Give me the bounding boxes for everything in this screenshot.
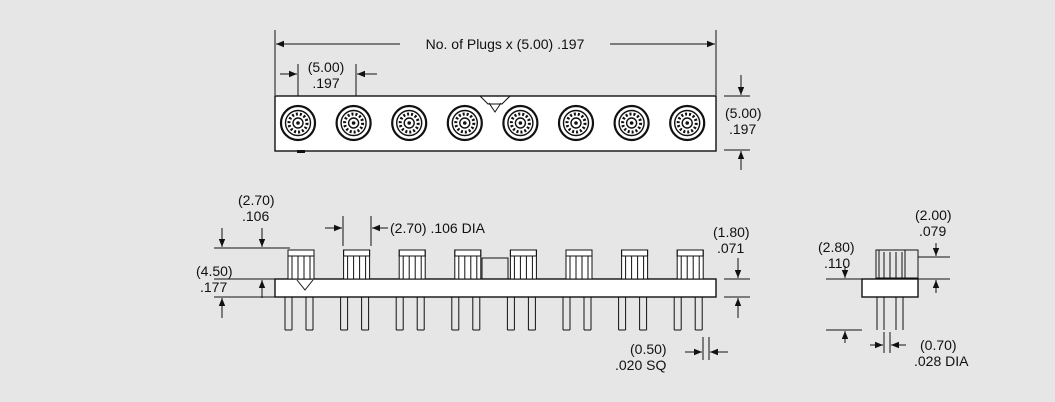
top-view: No. of Plugs x (5.00) .197 (5.00) .197 (… <box>274 30 762 170</box>
height-mm-label: (5.00) <box>725 105 762 121</box>
side-height-mm-label: (2.80) <box>818 239 855 255</box>
side-view: (2.00) .079 (2.80) .110 (0.70) .028 DIA <box>818 207 969 369</box>
pin-dia-mm-label: (0.70) <box>920 337 957 353</box>
plug-row-top <box>279 104 706 142</box>
pin-pair-front <box>284 297 314 331</box>
pin-pair-front <box>562 297 592 331</box>
plug-front <box>398 249 426 280</box>
pin-pair-front <box>451 297 481 331</box>
plug-front <box>621 249 649 280</box>
plug-top-mm-label: (2.70) <box>238 192 275 208</box>
plug-dia-label: (2.70) .106 DIA <box>390 220 486 236</box>
plug-front <box>343 249 371 280</box>
plug-top <box>557 104 595 142</box>
pitch-mm-label: (5.00) <box>308 59 345 75</box>
pitch-in-label: .197 <box>312 75 339 91</box>
plug-front <box>565 249 593 280</box>
plug-top <box>669 104 706 142</box>
plug-front <box>676 249 704 280</box>
plug-top <box>502 104 539 142</box>
side-top-mm-label: (2.00) <box>915 207 952 223</box>
plug-front <box>509 249 537 280</box>
side-height-in-label: .110 <box>824 255 850 271</box>
height-in-label: .197 <box>729 121 756 137</box>
pin-pair-front <box>673 297 703 331</box>
pin-pair-front <box>506 297 536 331</box>
plug-front <box>454 249 482 280</box>
front-view: (2.70) .106 (4.50) .177 (2.70) .106 DIA … <box>196 192 750 373</box>
plug-top <box>335 104 372 142</box>
overall-width-label: No. of Plugs x (5.00) .197 <box>426 36 585 52</box>
side-top-in-label: .079 <box>919 223 946 239</box>
body-height-in-label: .177 <box>200 279 227 295</box>
pin-row-front <box>284 297 703 331</box>
plug-top <box>391 104 428 142</box>
pin-pair-front <box>618 297 648 331</box>
plug-front <box>287 249 315 280</box>
pin-pair-front <box>340 297 370 331</box>
plug-top <box>446 104 483 142</box>
plug-top-in-label: .106 <box>242 208 269 224</box>
side-view-body <box>861 278 919 298</box>
pin-sq-in-label: .020 SQ <box>615 357 666 373</box>
body-height-mm-label: (4.50) <box>196 263 233 279</box>
pin-pair-front <box>395 297 425 331</box>
plug-top <box>279 104 317 142</box>
plug-height-mm-label: (1.80) <box>713 224 750 240</box>
pin-dia-in-label: .028 DIA <box>914 353 969 369</box>
front-view-body <box>274 278 717 298</box>
plug-height-in-label: .071 <box>717 240 744 256</box>
pin-sq-mm-label: (0.50) <box>630 341 667 357</box>
plug-top <box>613 104 650 142</box>
plug-row-front <box>287 249 704 280</box>
